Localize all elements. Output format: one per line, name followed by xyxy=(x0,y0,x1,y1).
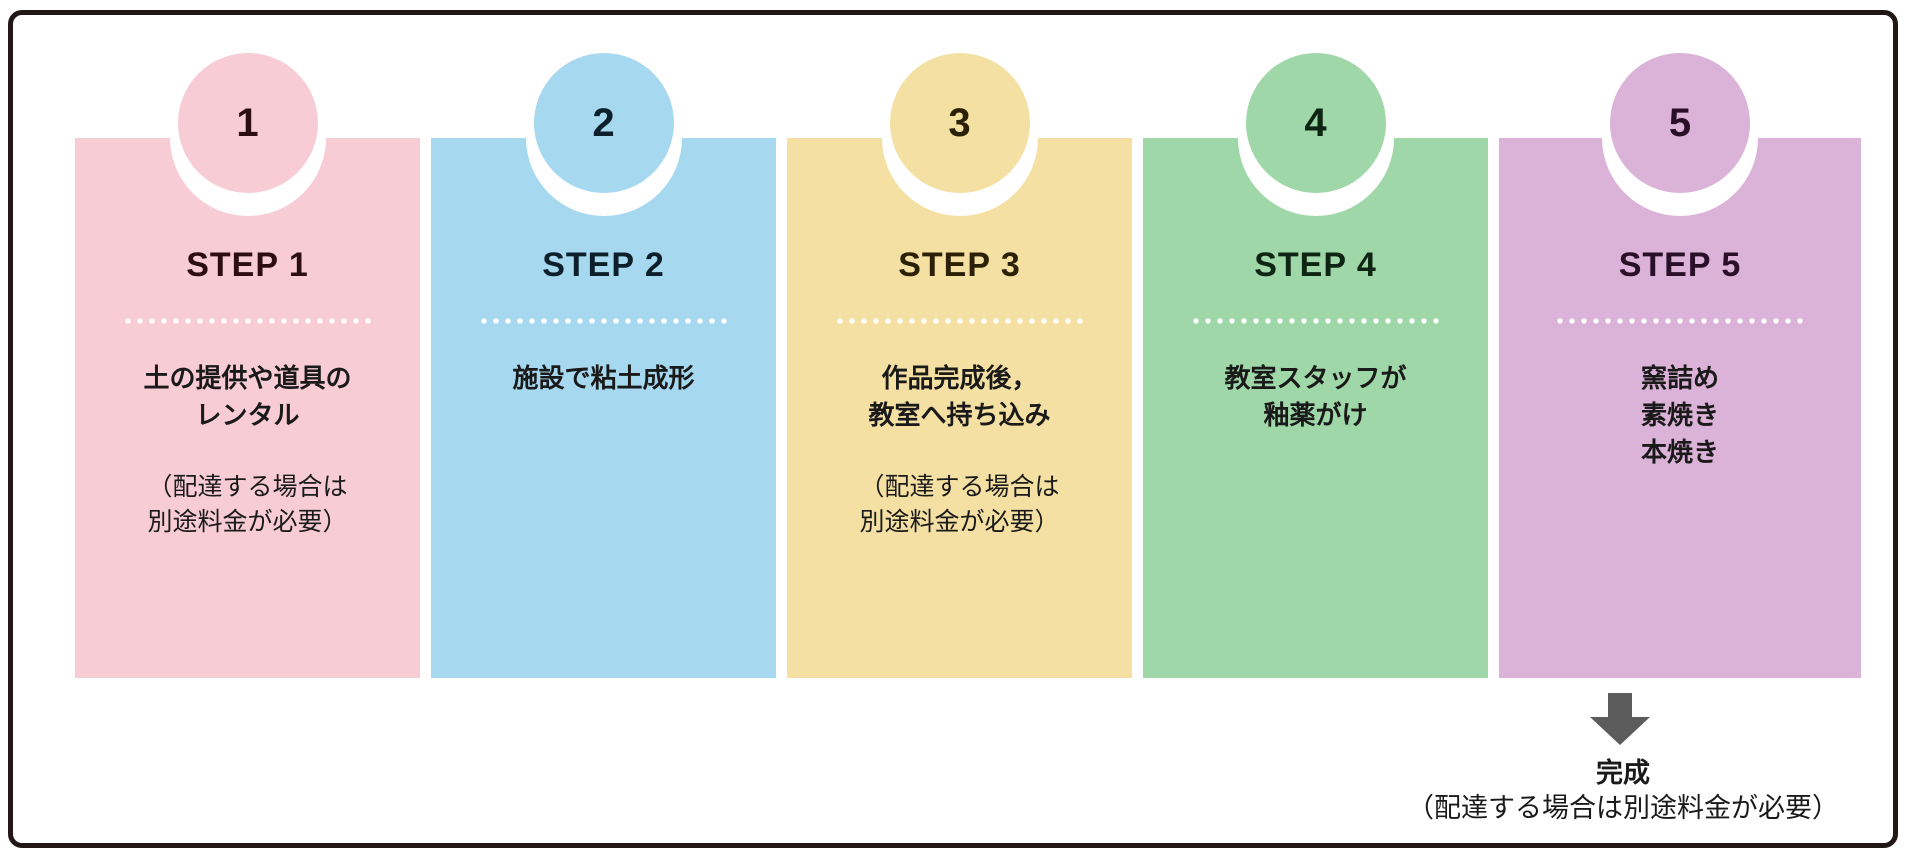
step-card-1 xyxy=(75,138,420,678)
step-number-badge-1: 1 xyxy=(177,53,318,193)
step-body-main-1: 土の提供や道具の レンタル xyxy=(143,363,352,430)
step-card-4 xyxy=(1143,138,1488,678)
step-number-badge-4: 4 xyxy=(1245,53,1386,193)
step-divider-dots-4 xyxy=(1192,318,1439,324)
step-number-badge-2: 2 xyxy=(533,53,674,193)
arrow-head xyxy=(1590,717,1650,745)
step-column-2[interactable]: 2 STEP 2 施設で粘土成形 xyxy=(431,53,776,678)
step-number-5: 5 xyxy=(1668,101,1692,145)
step-number-3: 3 xyxy=(948,101,971,145)
step-body-main-2: 施設で粘土成形 xyxy=(512,363,695,393)
step-number-badge-5: 5 xyxy=(1610,53,1750,193)
step-card-5 xyxy=(1499,138,1861,678)
step-title-3: STEP 3 xyxy=(898,246,1021,284)
step-number-1: 1 xyxy=(236,101,259,145)
step-title-4: STEP 4 xyxy=(1254,246,1377,284)
step-column-5[interactable]: 5 STEP 5 窯詰め 素焼き 本焼き xyxy=(1499,53,1861,678)
step-divider-dots-2 xyxy=(480,318,727,324)
step-body-main-4: 教室スタッフが 釉薬がけ xyxy=(1224,363,1407,430)
step-title-1: STEP 1 xyxy=(186,246,309,284)
step-body-main-3: 作品完成後， 教室へ持ち込み xyxy=(868,363,1051,430)
step-column-1[interactable]: 1 STEP 1 土の提供や道具の レンタル （配達する場合は 別途料金が必要） xyxy=(75,53,420,678)
step-number-4: 4 xyxy=(1304,101,1327,145)
step-number-2: 2 xyxy=(592,101,615,145)
step-divider-dots-5 xyxy=(1557,318,1803,324)
outer-frame: 1 STEP 1 土の提供や道具の レンタル （配達する場合は 別途料金が必要）… xyxy=(8,10,1898,848)
step-column-4[interactable]: 4 STEP 4 教室スタッフが 釉薬がけ xyxy=(1143,53,1488,678)
step-title-5: STEP 5 xyxy=(1618,246,1742,284)
completion-block: 完成 （配達する場合は別途料金が必要） xyxy=(1203,757,1910,826)
step-column-3[interactable]: 3 STEP 3 作品完成後， 教室へ持ち込み （配達する場合は 別途料金が必要… xyxy=(787,53,1132,678)
step-divider-dots-1 xyxy=(124,318,371,324)
step-divider-dots-3 xyxy=(836,318,1083,324)
arrow-shaft xyxy=(1608,693,1632,719)
down-arrow-icon xyxy=(1590,693,1650,745)
step-body-note-3: （配達する場合は 別途料金が必要） xyxy=(859,473,1060,536)
step-body-main-5: 窯詰め 素焼き 本焼き xyxy=(1640,363,1719,467)
step-flow-container: 1 STEP 1 土の提供や道具の レンタル （配達する場合は 別途料金が必要）… xyxy=(75,53,1861,678)
step-body-note-1: （配達する場合は 別途料金が必要） xyxy=(147,473,348,536)
completion-note: （配達する場合は別途料金が必要） xyxy=(1407,792,1839,823)
step-number-badge-3: 3 xyxy=(889,53,1030,193)
completion-title: 完成 xyxy=(1596,758,1650,788)
step-card-3 xyxy=(787,138,1132,678)
step-title-2: STEP 2 xyxy=(542,246,665,284)
step-card-2 xyxy=(431,138,776,678)
